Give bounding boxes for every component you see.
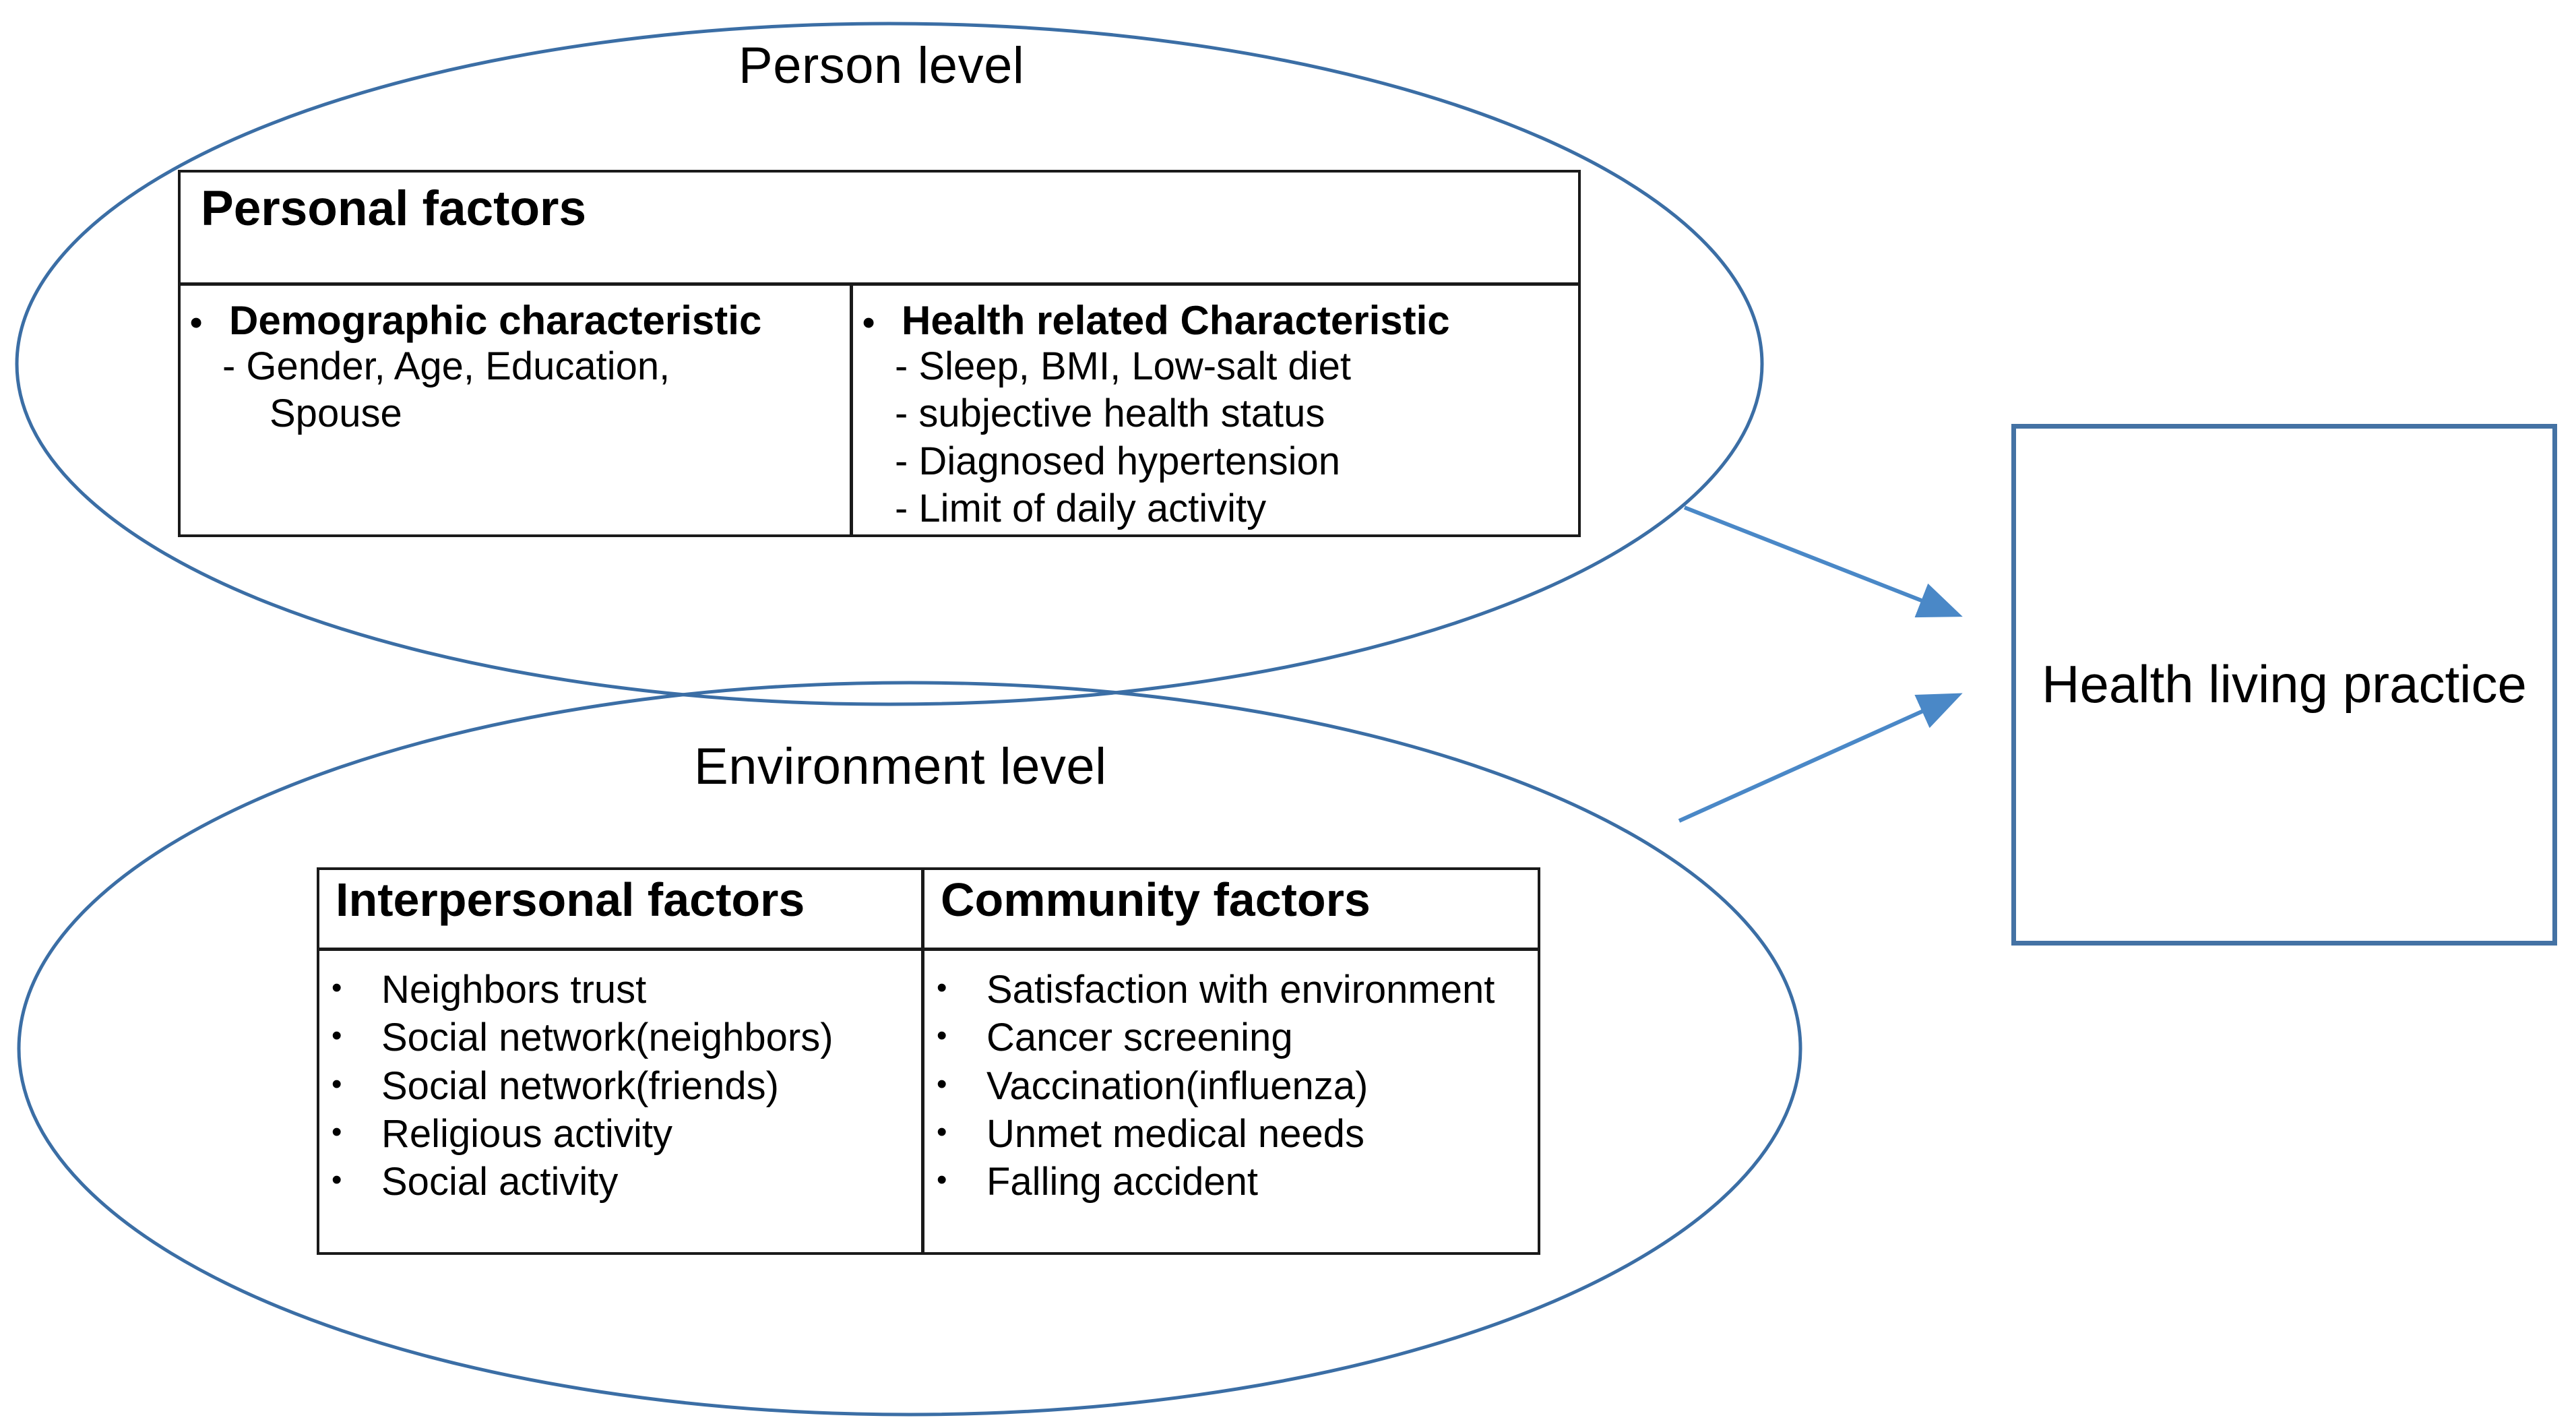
list-item: - Sleep, BMI, Low-salt diet: [895, 344, 1351, 389]
interpersonal-factors-list: • Neighbors trust • Social network(neigh…: [332, 966, 914, 1206]
list-item: • Social network(friends): [332, 1062, 914, 1110]
demographic-characteristic-heading-label: Demographic characteristic: [229, 298, 762, 343]
arrow-environment-to-outcome: [1678, 693, 1963, 823]
environment-factors-table: Interpersonal factors Community factors …: [317, 867, 1540, 1255]
interpersonal-factors-header-cell: Interpersonal factors: [319, 870, 924, 948]
person-level-caption: Person level: [739, 37, 1025, 94]
list-item: - Gender, Age, Education,: [222, 344, 670, 389]
list-item: • Social network(neighbors): [332, 1014, 914, 1061]
list-item: • Cancer screening: [937, 1014, 1531, 1061]
demographic-characteristic-heading: • Demographic characteristic: [190, 298, 843, 343]
bullet-icon: •: [937, 1019, 947, 1053]
bullet-icon: •: [937, 1163, 947, 1197]
bullet-icon: •: [332, 971, 342, 1004]
list-item-label: Neighbors trust: [381, 968, 647, 1012]
bullet-icon: •: [937, 1115, 947, 1148]
personal-factors-title-row: Personal factors: [181, 173, 1578, 286]
bullet-icon: •: [190, 303, 203, 342]
list-item: • Vaccination(influenza): [937, 1062, 1531, 1110]
health-related-characteristic-list: - Sleep, BMI, Low-salt diet - subjective…: [862, 343, 1571, 532]
interpersonal-factors-cell: • Neighbors trust • Social network(neigh…: [319, 951, 924, 1252]
environment-level-caption: Environment level: [694, 738, 1107, 795]
interpersonal-factors-body: • Neighbors trust • Social network(neigh…: [319, 951, 921, 1213]
health-living-practice-label: Health living practice: [2042, 654, 2527, 714]
list-item: • Social activity: [332, 1158, 914, 1206]
interpersonal-factors-heading: Interpersonal factors: [336, 873, 805, 926]
community-factors-body: • Satisfaction with environment • Cancer…: [924, 951, 1538, 1213]
bullet-icon: •: [332, 1163, 342, 1197]
list-item-label: Social network(friends): [381, 1063, 779, 1108]
bullet-icon: •: [862, 303, 875, 342]
bullet-icon: •: [332, 1067, 342, 1101]
personal-factors-title: Personal factors: [201, 181, 587, 236]
personal-factors-columns: • Demographic characteristic - Gender, A…: [181, 286, 1578, 534]
list-item-label: Social network(neighbors): [381, 1016, 834, 1060]
health-related-characteristic-heading-label: Health related Characteristic: [902, 298, 1450, 343]
list-item-label: Satisfaction with environment: [986, 968, 1495, 1012]
list-item-label: Cancer screening: [986, 1016, 1293, 1060]
bullet-icon: •: [332, 1115, 342, 1148]
community-factors-list: • Satisfaction with environment • Cancer…: [937, 966, 1531, 1206]
list-item: - subjective health status: [895, 392, 1325, 436]
community-factors-cell: • Satisfaction with environment • Cancer…: [924, 951, 1538, 1252]
list-item: • Satisfaction with environment: [937, 966, 1531, 1014]
environment-factors-header-row: Interpersonal factors Community factors: [319, 870, 1538, 951]
demographic-characteristic-cell: • Demographic characteristic - Gender, A…: [181, 286, 853, 534]
list-item-label: Vaccination(influenza): [986, 1063, 1369, 1108]
bullet-icon: •: [937, 1067, 947, 1101]
list-item-label: Unmet medical needs: [986, 1111, 1364, 1156]
list-item: Spouse: [270, 392, 402, 436]
health-related-characteristic-cell: • Health related Characteristic - Sleep,…: [853, 286, 1578, 534]
list-item-label: Social activity: [381, 1160, 619, 1204]
list-item: - Diagnosed hypertension: [895, 439, 1340, 483]
list-item: • Neighbors trust: [332, 966, 914, 1014]
demographic-characteristic-list: - Gender, Age, Education, Spouse: [190, 343, 843, 437]
environment-factors-body-row: • Neighbors trust • Social network(neigh…: [319, 951, 1538, 1252]
arrow-person-to-outcome: [1683, 505, 1963, 618]
bullet-icon: •: [332, 1019, 342, 1053]
personal-factors-table: Personal factors • Demographic character…: [178, 170, 1581, 537]
list-item-label: Religious activity: [381, 1111, 672, 1156]
health-related-characteristic-heading: • Health related Characteristic: [862, 298, 1571, 343]
bullet-icon: •: [937, 971, 947, 1004]
community-factors-heading: Community factors: [941, 873, 1371, 926]
list-item: - Limit of daily activity: [895, 486, 1267, 530]
list-item: • Religious activity: [332, 1110, 914, 1158]
list-item-label: Falling accident: [986, 1160, 1258, 1204]
list-item: • Falling accident: [937, 1158, 1531, 1206]
community-factors-header-cell: Community factors: [924, 870, 1538, 948]
health-living-practice-box: Health living practice: [2011, 424, 2557, 946]
list-item: • Unmet medical needs: [937, 1110, 1531, 1158]
